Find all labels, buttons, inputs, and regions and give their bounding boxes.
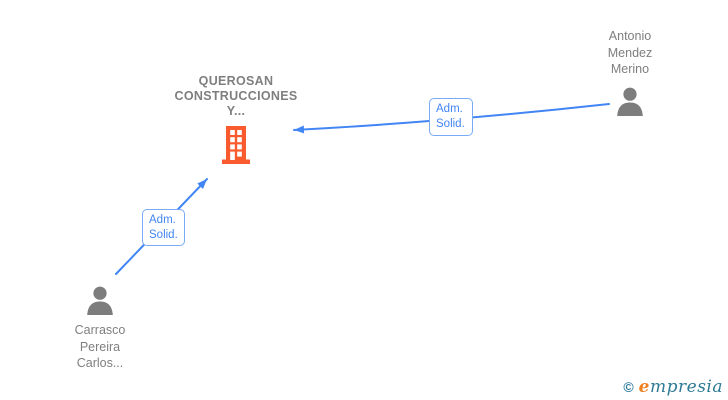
company-name-line: Y... xyxy=(226,104,246,118)
edge-label-line: Adm. xyxy=(149,214,176,226)
person-name-line: Pereira xyxy=(79,339,121,354)
person-name-line: Antonio xyxy=(608,29,652,43)
person-name: Carrasco Pereira Carlos... xyxy=(75,322,126,372)
company-name-line: CONSTRUCCIONES xyxy=(174,89,298,103)
node-person-carrasco-pereira-carlos[interactable]: Carrasco Pereira Carlos... xyxy=(50,286,150,372)
person-name-line: Carrasco xyxy=(74,323,126,337)
edge-label-line: Adm. xyxy=(436,103,463,115)
edge-label-line: Solid. xyxy=(436,118,465,130)
copyright-icon: © xyxy=(623,379,634,395)
person-name-line: Merino xyxy=(610,62,650,76)
edge-label-adm-solid-bottom: Adm. Solid. xyxy=(142,209,185,246)
brand-rest: mpresia xyxy=(650,377,723,397)
node-company-querosan[interactable]: QUEROSAN CONSTRUCCIONES Y... xyxy=(136,74,336,164)
node-person-antonio-mendez-merino[interactable]: Antonio Mendez Merino xyxy=(580,28,680,117)
brand-initial: e xyxy=(638,377,650,397)
edge-label-line: Solid. xyxy=(149,229,178,241)
edge-label-adm-solid-top: Adm. Solid. xyxy=(429,98,473,136)
person-icon xyxy=(87,286,113,315)
person-name-line: Mendez xyxy=(607,45,653,60)
company-name: QUEROSAN CONSTRUCCIONES Y... xyxy=(175,74,298,119)
empresia-brand-text: empresia xyxy=(639,377,723,397)
company-name-line: QUEROSAN xyxy=(198,74,274,88)
person-name: Antonio Mendez Merino xyxy=(608,28,652,78)
building-icon xyxy=(222,126,250,164)
person-name-line: Carlos... xyxy=(76,356,124,370)
person-icon xyxy=(617,87,643,116)
empresia-logo[interactable]: © empresia xyxy=(623,377,723,397)
